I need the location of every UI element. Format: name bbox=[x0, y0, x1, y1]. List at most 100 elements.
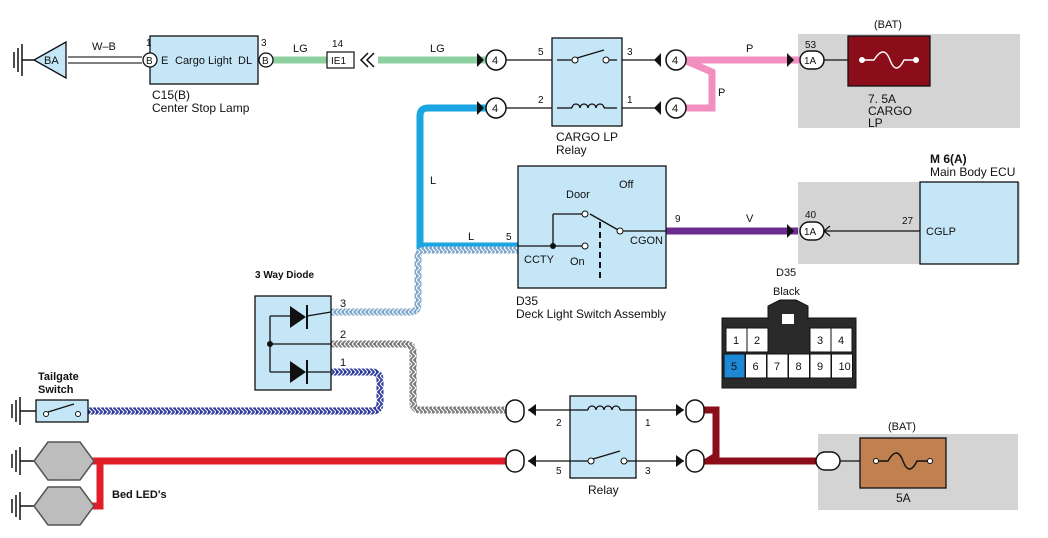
tailgate-label-2: Switch bbox=[38, 384, 74, 396]
cargo-relay-pin2: 2 bbox=[538, 95, 544, 106]
svg-text:4: 4 bbox=[492, 55, 498, 67]
diode-pin3: 3 bbox=[340, 298, 346, 310]
bed-led-2 bbox=[33, 486, 95, 526]
relay2-switch bbox=[575, 450, 631, 465]
diode-title: 3 Way Diode bbox=[255, 270, 315, 281]
wire-label-p1: P bbox=[746, 43, 753, 55]
d35-pin-label: 4 bbox=[838, 335, 844, 347]
wire-l bbox=[416, 104, 520, 250]
d35-pin-label: 8 bbox=[796, 361, 802, 373]
deck-switch-off: Off bbox=[619, 179, 634, 191]
wire-darkred bbox=[695, 406, 816, 465]
cargo-relay-pin5: 5 bbox=[538, 47, 544, 58]
svg-text:4: 4 bbox=[672, 103, 678, 115]
wire-diode-3 bbox=[330, 246, 520, 316]
fuse-cargo-amps: 7. 5A bbox=[868, 92, 896, 106]
d35-pin-label: 1 bbox=[733, 335, 739, 347]
conn-4-c: 4 bbox=[654, 49, 687, 71]
deck-switch-pin9: 9 bbox=[675, 214, 681, 225]
cargo-light-title: C15(B) bbox=[152, 88, 190, 102]
wire-diode-2 bbox=[330, 340, 508, 414]
relay2-arrow-1 bbox=[676, 404, 684, 416]
d35-pin-label: 2 bbox=[754, 335, 760, 347]
d35-conn-color: Black bbox=[773, 286, 800, 298]
wire-label-lg1: LG bbox=[293, 43, 308, 55]
ba-terminal bbox=[32, 40, 67, 80]
cargo-light-pin3: 3 bbox=[261, 38, 267, 49]
relay2-arrow-5 bbox=[528, 455, 536, 467]
d35-pin-label: 6 bbox=[753, 361, 759, 373]
d35-pin-label: 3 bbox=[817, 335, 823, 347]
ecu-box bbox=[919, 181, 1019, 265]
cargo-light-dl: DL bbox=[238, 55, 252, 67]
d35-conn-title: D35 bbox=[776, 267, 796, 279]
diode-symbol-icon bbox=[267, 305, 332, 384]
fuse-5a-amps: 5A bbox=[896, 491, 911, 505]
deck-switch-ccty: CCTY bbox=[524, 254, 555, 266]
fuse-cargo-bat: (BAT) bbox=[874, 19, 902, 31]
diode-pin1: 1 bbox=[340, 357, 346, 369]
deck-switch-subtitle: Deck Light Switch Assembly bbox=[516, 307, 666, 321]
fuse-cargo-dot-left bbox=[859, 57, 865, 63]
cargo-light-pin1: 1 bbox=[146, 38, 152, 49]
conn-4-a: 4 bbox=[477, 49, 507, 71]
led2-ground bbox=[11, 492, 34, 520]
wire-diode-1 bbox=[88, 368, 384, 415]
d35-pin-label: 7 bbox=[774, 361, 780, 373]
tailgate-switch-box bbox=[35, 399, 89, 423]
cargo-light-conn-left bbox=[142, 52, 158, 68]
deck-switch-door: Door bbox=[566, 189, 590, 201]
wire-label-wb: W–B bbox=[92, 41, 116, 53]
fuse-5a-dot-right bbox=[927, 458, 933, 464]
deck-switch-title: D35 bbox=[516, 294, 538, 308]
cargo-relay-name: CARGO LP bbox=[556, 130, 618, 144]
wire-p bbox=[682, 56, 800, 112]
cargo-relay-switch bbox=[557, 49, 617, 64]
wire-wb bbox=[68, 56, 142, 64]
fuse-cargo-icon bbox=[862, 51, 916, 69]
tailgate-switch-icon bbox=[43, 403, 81, 417]
deck-switch-on: On bbox=[570, 256, 585, 268]
tailgate-ground bbox=[11, 397, 36, 425]
svg-text:4: 4 bbox=[492, 103, 498, 115]
diode-pin2: 2 bbox=[340, 329, 346, 341]
relay2-pin3: 3 bbox=[645, 466, 651, 477]
wire-label-p2: P bbox=[718, 87, 725, 99]
deck-switch-contact bbox=[518, 210, 666, 282]
cargo-relay-pin1: 1 bbox=[627, 95, 633, 106]
d35-conn-notch bbox=[782, 314, 794, 324]
led1-ground bbox=[11, 447, 34, 475]
wire-label-lg2: LG bbox=[430, 43, 445, 55]
ecu-conn: 1A bbox=[787, 221, 825, 241]
ground-symbol bbox=[13, 44, 34, 76]
fuse-5a-dot-left bbox=[873, 458, 879, 464]
cargo-light-name: Cargo Light bbox=[175, 55, 232, 67]
conn-4-b: 4 bbox=[477, 97, 507, 119]
svg-text:1A: 1A bbox=[804, 227, 817, 238]
relay2-box bbox=[569, 395, 637, 479]
fuse-cargo-conn: 1A bbox=[787, 50, 825, 70]
fuse-cargo-dot-right bbox=[913, 57, 919, 63]
wire-label-l2: L bbox=[468, 231, 474, 243]
d35-pin-label: 9 bbox=[817, 361, 823, 373]
tailgate-label-1: Tailgate bbox=[38, 371, 79, 383]
fuse-5a-icon bbox=[876, 452, 930, 470]
relay2-arrow-3 bbox=[676, 455, 684, 467]
junction-name: IE1 bbox=[331, 56, 346, 67]
fuse-cargo-pin: 53 bbox=[805, 40, 817, 51]
deck-switch-cgon: CGON bbox=[630, 235, 663, 247]
relay2-name: Relay bbox=[588, 483, 619, 497]
cargo-relay-coil-icon bbox=[557, 103, 617, 109]
relay2-pin1: 1 bbox=[645, 418, 651, 429]
cargo-relay-pin3: 3 bbox=[627, 47, 633, 58]
ecu-pin40: 40 bbox=[805, 210, 817, 221]
wire-label-l1: L bbox=[430, 175, 436, 187]
cargo-relay-name2: Relay bbox=[556, 143, 587, 157]
ecu-title: M 6(A) bbox=[930, 152, 967, 166]
d35-pin-cell bbox=[830, 327, 853, 353]
cargo-light-subtitle: Center Stop Lamp bbox=[152, 101, 250, 115]
relay2-conn-1 bbox=[685, 399, 705, 423]
ba-label: BA bbox=[44, 55, 59, 67]
fuse-cargo-name: CARGO bbox=[868, 104, 912, 118]
